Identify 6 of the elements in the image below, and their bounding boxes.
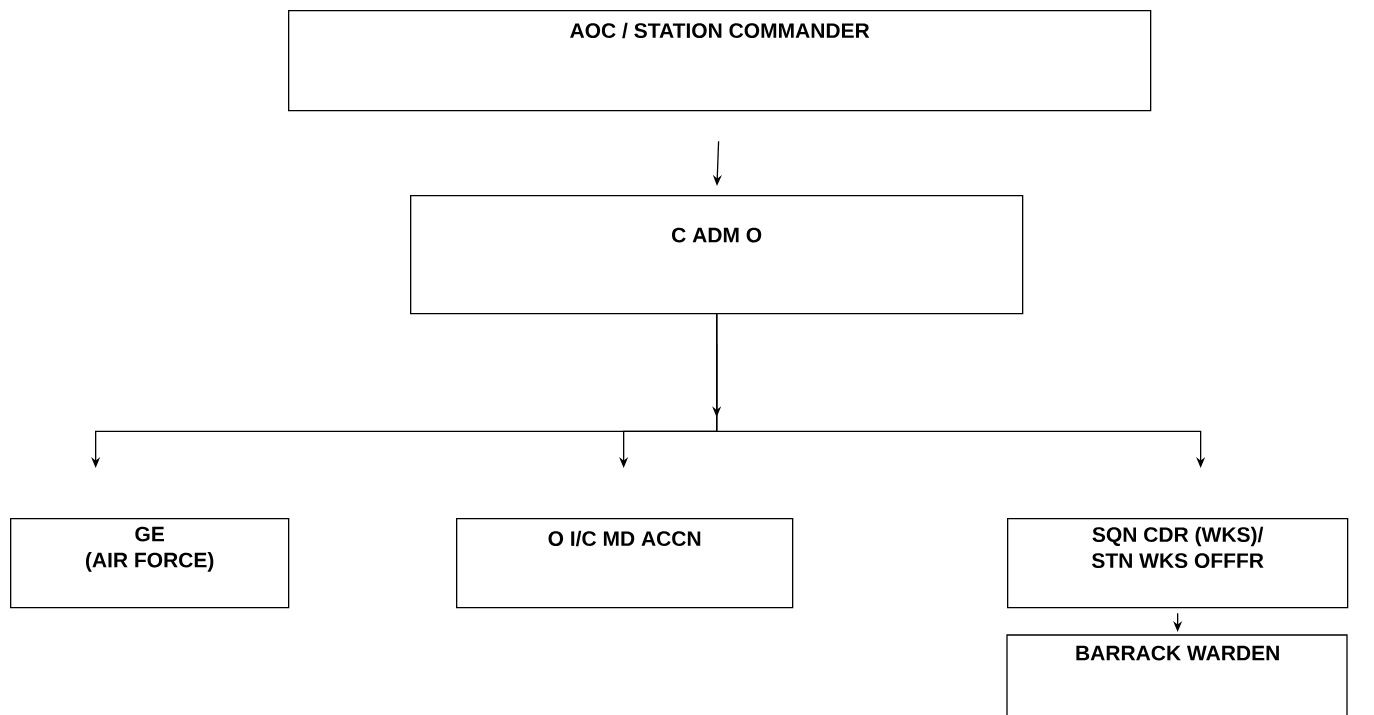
box: SQN CDR (WKS)/ STN WKS OFFFR (1007, 518, 1349, 609)
box: AOC / STATION COMMANDER (288, 10, 1152, 112)
box: GE (AIR FORCE) (10, 518, 290, 609)
box: BARRACK WARDEN (1006, 634, 1348, 715)
box: C ADM O (410, 195, 1024, 315)
box: O I/C MD ACCN (456, 518, 794, 609)
